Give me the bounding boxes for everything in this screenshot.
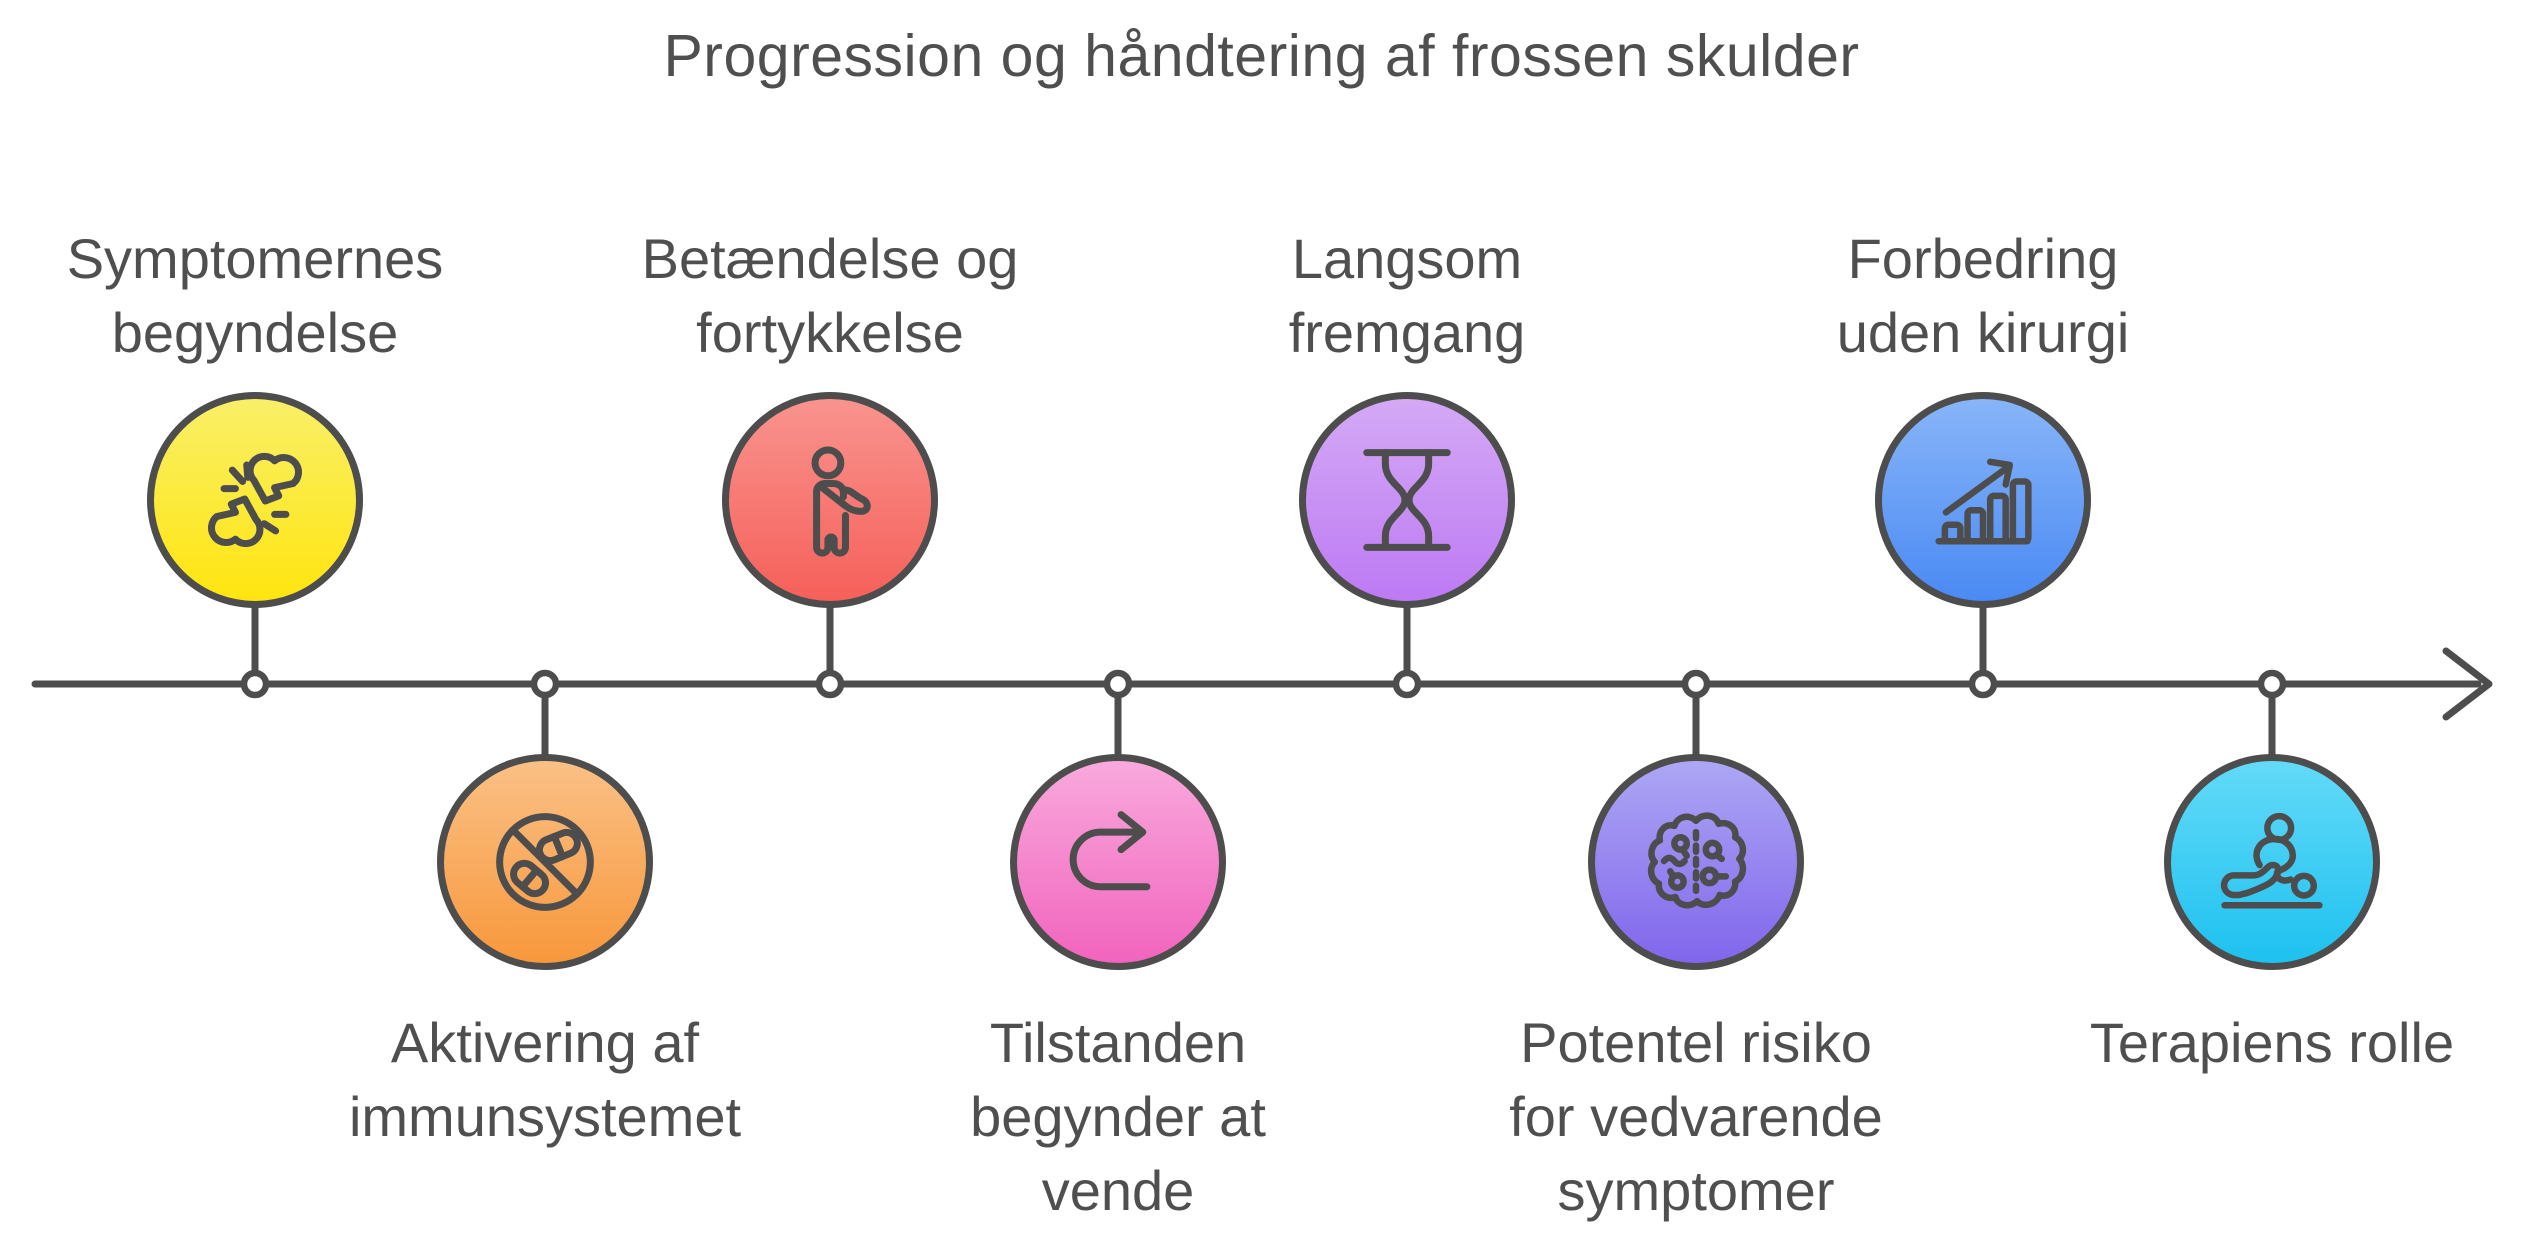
timeline-marker-dot [1103,669,1133,699]
node-label: Symptomernes begyndelse [66,227,444,364]
node-circle-turning-point [1010,754,1226,970]
node-circle-slow-progress [1299,392,1515,608]
node-label: Potentel risiko for vedvarende symptomer [1509,1011,1883,1222]
node-circle-symptom-onset [147,392,363,608]
node-label: Terapiens rolle [2089,1011,2455,1074]
timeline-marker-dot [815,669,845,699]
node-label: Aktivering af immunsystemet [348,1011,742,1148]
node-label: Tilstanden begynder at vende [970,1011,1266,1222]
node-label: Forbedring uden kirurgi [1836,227,2130,364]
node-label: Langsom fremgang [1288,227,1526,364]
timeline-arrowhead-icon [2442,647,2493,721]
node-label: Betændelse og fortykkelse [641,227,1019,364]
timeline-marker-dot [530,669,560,699]
timeline-marker-dot [1968,669,1998,699]
timeline-marker-dot [1392,669,1422,699]
node-circle-persistent-risk [1588,754,1804,970]
node-circle-immune-activation [437,754,653,970]
node-circle-therapy [2164,754,2380,970]
hourglass-icon [1363,449,1451,551]
page-title: Progression og håndtering af frossen sku… [663,23,1860,89]
growth-chart-icon [1935,458,2032,545]
timeline-marker-dot [2257,669,2287,699]
arm-sling-icon [811,446,871,557]
u-turn-arrow-icon [1069,811,1151,891]
massage-therapy-icon [2220,812,2323,909]
node-circle-inflammation [722,392,938,608]
no-pills-icon [496,813,594,911]
broken-bone-icon [208,452,302,548]
timeline-marker-dot [240,669,270,699]
node-circle-improvement [1875,392,2091,608]
timeline-marker-dot [1681,669,1711,699]
ai-brain-icon [1647,812,1747,909]
